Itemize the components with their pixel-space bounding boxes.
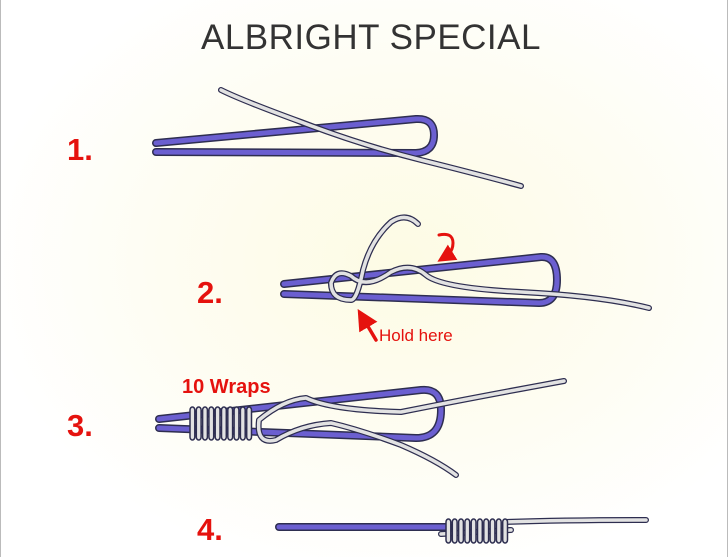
step-4-label: 4. [197,512,223,547]
wrap-turn [483,518,490,544]
wrap-turn [489,518,496,544]
wrap-turn [220,406,228,441]
step-1-purple-loop [152,114,438,157]
wrap-turn [495,518,502,544]
step-4-wraps [445,518,509,544]
wrap-turn [451,518,458,544]
wrap-turn [208,406,215,441]
wrap-turn [445,518,452,544]
wrap-turn [195,406,202,441]
wrap-turn [501,518,509,544]
step-2-label: 2. [197,275,223,310]
step-3-label: 3. [67,408,93,443]
wraps-count-note: 10 Wraps [182,376,271,398]
hold-here-note: Hold here [379,326,453,345]
step-2-purple-loop [280,253,561,307]
rotate-arrow-icon [437,232,458,262]
wrap-turn [245,406,253,441]
step-1-label: 1. [67,132,93,167]
hold-here-arrow-icon [357,308,378,342]
wrap-turn [470,518,477,544]
step-3-wraps [189,406,253,441]
wrap-turn [239,406,246,441]
wrap-turn [233,406,240,441]
wrap-turn [457,518,465,544]
wrap-turn [201,406,209,441]
step-2-gray-line [328,214,652,311]
wrap-turn [214,406,221,441]
step-3-gray-tail [255,378,567,478]
step-1-gray-line [218,87,524,189]
step-3-purple-loop [155,385,445,442]
page-title: ALBRIGHT SPECIAL [201,18,541,57]
wrap-turn [464,518,471,544]
wrap-turn [189,406,196,441]
wrap-turn [227,406,234,441]
wrap-turn [476,518,484,544]
